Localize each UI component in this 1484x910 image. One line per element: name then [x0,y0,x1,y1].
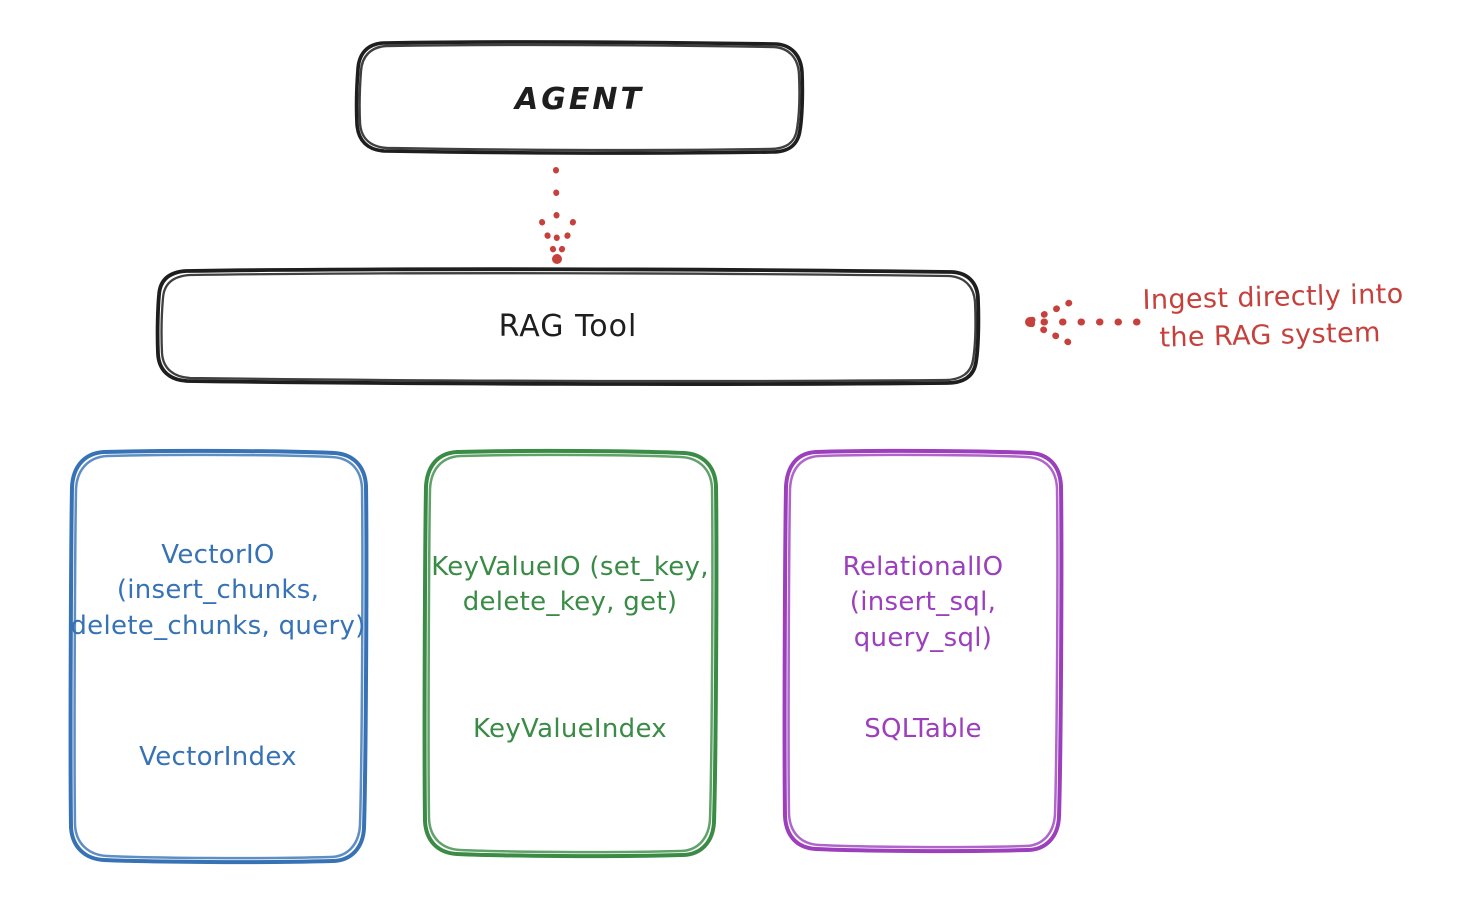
relational-io-node[interactable] [782,448,1064,854]
agent-box-outline [354,40,805,155]
vector-io-node[interactable] [68,448,369,865]
relational-io-box-outline [782,448,1064,854]
agent-box-outline-second-pass [358,43,801,152]
rag-tool-node[interactable] [155,267,981,386]
agent-to-rag-arrow-head-left [539,219,560,262]
agent-to-rag-arrow-shaft [553,167,560,261]
key-value-io-box-outline [422,448,719,859]
agent-to-rag-arrow [539,167,576,264]
agent-to-rag-arrow-tip [552,254,562,264]
vector-io-box-outline-second-pass [73,453,364,860]
key-value-io-node[interactable] [422,448,719,859]
rag-tool-box-outline-second-pass [160,272,977,383]
ingest-arrow-tip [1025,317,1035,327]
key-value-io-box-outline-second-pass [427,453,714,854]
agent-to-rag-arrow-head-right [555,219,576,262]
ingest-arrow-head-upper [1026,299,1073,325]
vector-io-box-outline [68,448,369,865]
relational-io-box-outline-second-pass [787,453,1059,849]
ingest-arrow-head-lower [1026,319,1072,346]
agent-node[interactable] [354,40,805,155]
ingest-arrow [1025,299,1141,346]
rag-tool-box-outline [155,267,981,386]
